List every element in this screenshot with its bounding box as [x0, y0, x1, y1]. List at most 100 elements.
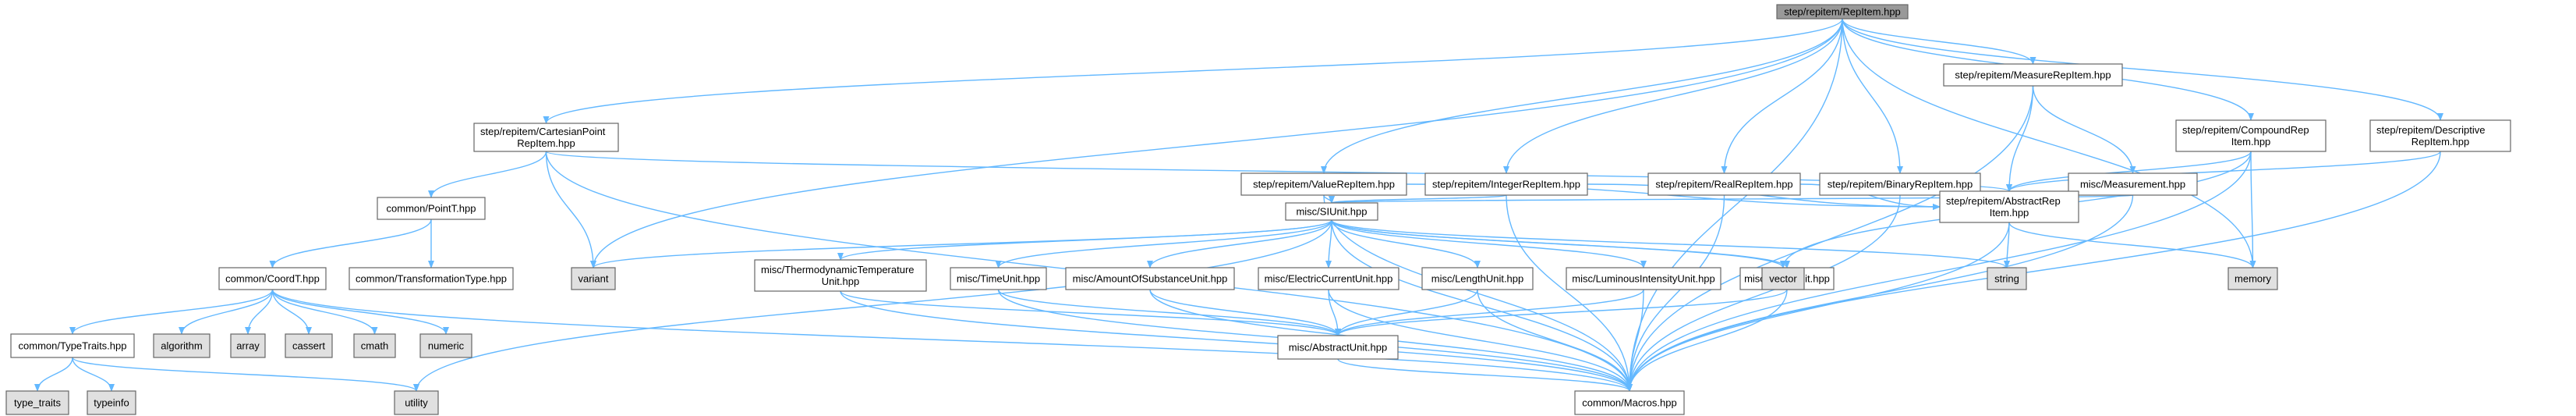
edge-descriptive-to-abstractrep [2006, 151, 2441, 192]
node-label: algorithm [161, 340, 202, 352]
node-label: step/repitem/CartesianPoint [480, 126, 606, 137]
node-box [2068, 172, 2198, 196]
graph-node-integerrep[interactable]: step/repitem/IntegerRepItem.hpp [1424, 172, 1588, 196]
graph-node-typeinfo: typeinfo [87, 390, 136, 415]
edge-abstractrep-to-macros [1626, 222, 2010, 392]
graph-node-amountunit[interactable]: misc/AmountOfSubstanceUnit.hpp [1065, 267, 1235, 290]
edge-siunit-to-luminousunit [1331, 219, 1647, 268]
edge-measurerep-to-macros [1626, 85, 2034, 392]
graph-node-luminousunit[interactable]: misc/LuminousIntensityUnit.hpp [1566, 267, 1721, 290]
edge-root-to-valuerep [1321, 18, 1843, 174]
node-label: Item.hpp [1990, 207, 2029, 219]
node-label: misc/Measurement.hpp [2080, 179, 2185, 190]
node-label: numeric [428, 340, 465, 352]
node-label: common/Macros.hpp [1582, 397, 1676, 409]
node-box [1776, 4, 1909, 20]
edge-root-to-memory [1842, 18, 2256, 268]
edge-electricunit-to-macros [1328, 289, 1633, 392]
edge-siunit-to-thermo [837, 219, 1332, 261]
edge-integerrep-to-macros [1506, 194, 1633, 392]
graph-node-array: array [230, 333, 266, 358]
edge-massunit-to-abstractunit [1335, 289, 1788, 336]
edge-luminousunit-to-abstractunit [1335, 289, 1644, 336]
edge-integerrep-to-siunit [1329, 194, 1507, 204]
node-box [285, 333, 333, 358]
node-box [394, 390, 439, 415]
graph-node-electricunit[interactable]: misc/ElectricCurrentUnit.hpp [1258, 267, 1399, 290]
graph-node-realrep[interactable]: step/repitem/RealRepItem.hpp [1647, 172, 1801, 196]
node-label: misc/LengthUnit.hpp [1431, 273, 1524, 285]
node-label: misc/ElectricCurrentUnit.hpp [1265, 273, 1393, 285]
edge-coordt-to-macros [271, 289, 1633, 392]
edge-siunit-to-amountunit [1147, 219, 1332, 268]
graph-node-numeric: numeric [419, 333, 472, 358]
graph-node-abstractunit[interactable]: misc/AbstractUnit.hpp [1277, 335, 1399, 360]
edge-typetraits-to-type_traits [34, 357, 73, 392]
node-label: string [1994, 273, 2019, 285]
edge-root-to-integerrep [1503, 18, 1843, 174]
graph-node-siunit[interactable]: misc/SIUnit.hpp [1285, 202, 1378, 221]
edge-luminousunit-to-macros [1626, 289, 1644, 392]
node-label: misc/AmountOfSubstanceUnit.hpp [1073, 273, 1228, 285]
node-label: RepItem.hpp [2411, 136, 2469, 148]
node-box [2175, 119, 2327, 152]
edge-measurerep-to-abstractrep [2006, 85, 2034, 192]
edge-cartesian-to-pointt [428, 151, 547, 198]
edge-abstractrep-to-memory [2008, 222, 2256, 268]
graph-node-measurerep[interactable]: step/repitem/MeasureRepItem.hpp [1943, 63, 2123, 87]
node-label: misc/LuminousIntensityUnit.hpp [1572, 273, 1715, 285]
node-label: memory [2235, 273, 2271, 285]
graph-node-lengthunit[interactable]: misc/LengthUnit.hpp [1421, 267, 1534, 290]
edge-coordt-to-typetraits [69, 289, 274, 335]
edge-root-to-variant [590, 18, 1843, 268]
node-box [1424, 172, 1588, 196]
edge-coordt-to-numeric [271, 289, 449, 335]
graph-node-typetraits[interactable]: common/TypeTraits.hpp [10, 333, 135, 358]
graph-node-macros[interactable]: common/Macros.hpp [1574, 390, 1685, 415]
edge-abstractunit-to-macros [1337, 358, 1633, 392]
node-label: common/PointT.hpp [387, 203, 476, 215]
graph-node-measurement[interactable]: misc/Measurement.hpp [2068, 172, 2198, 196]
node-label: misc/TimeUnit.hpp [957, 273, 1040, 285]
node-label: step/repitem/MeasureRepItem.hpp [1955, 69, 2111, 81]
node-box [1987, 267, 2027, 290]
node-box [10, 333, 135, 358]
node-label: common/CoordT.hpp [225, 273, 320, 285]
edge-compoundrep-to-abstractrep [2006, 151, 2252, 192]
node-box [1285, 202, 1378, 221]
node-label: step/repitem/BinaryRepItem.hpp [1828, 179, 1973, 190]
graph-node-pointt[interactable]: common/PointT.hpp [377, 197, 486, 220]
node-label: step/repitem/AbstractRep [1946, 195, 2061, 207]
edge-coordt-to-cmath [271, 289, 378, 335]
edge-typetraits-to-utility [72, 357, 419, 392]
node-label: misc/SIUnit.hpp [1296, 206, 1367, 218]
edge-amountunit-to-abstractunit [1149, 289, 1341, 336]
edge-realrep-to-macros [1626, 194, 1725, 392]
node-box [1566, 267, 1721, 290]
graph-node-timeunit[interactable]: misc/TimeUnit.hpp [950, 267, 1047, 290]
edge-typetraits-to-typeinfo [72, 357, 115, 392]
nodes-layer: step/repitem/RepItem.hpp step/repitem/Car… [5, 4, 2511, 415]
node-label: common/TransformationType.hpp [356, 273, 507, 285]
graph-node-cmath: cmath [353, 333, 396, 358]
graph-node-valuerep[interactable]: step/repitem/ValueRepItem.hpp [1240, 172, 1407, 196]
graph-node-binaryrep[interactable]: step/repitem/BinaryRepItem.hpp [1819, 172, 1981, 196]
graph-node-transformtype[interactable]: common/TransformationType.hpp [349, 267, 514, 290]
edge-root-to-measurerep [1842, 18, 2036, 65]
node-label: step/repitem/RealRepItem.hpp [1655, 179, 1792, 190]
graph-node-coordt[interactable]: common/CoordT.hpp [218, 267, 327, 290]
graph-node-root[interactable]: step/repitem/RepItem.hpp [1776, 4, 1909, 20]
edge-lengthunit-to-macros [1477, 289, 1633, 392]
edge-measurerep-to-measurement [2032, 85, 2136, 174]
node-box [1574, 390, 1685, 415]
node-box [571, 267, 616, 290]
edge-thermo-to-abstractunit [840, 290, 1341, 336]
graph-node-type_traits: type_traits [5, 390, 69, 415]
edge-cartesian-to-variant [545, 151, 596, 268]
node-label: misc/ThermodynamicTemperature [761, 264, 915, 276]
